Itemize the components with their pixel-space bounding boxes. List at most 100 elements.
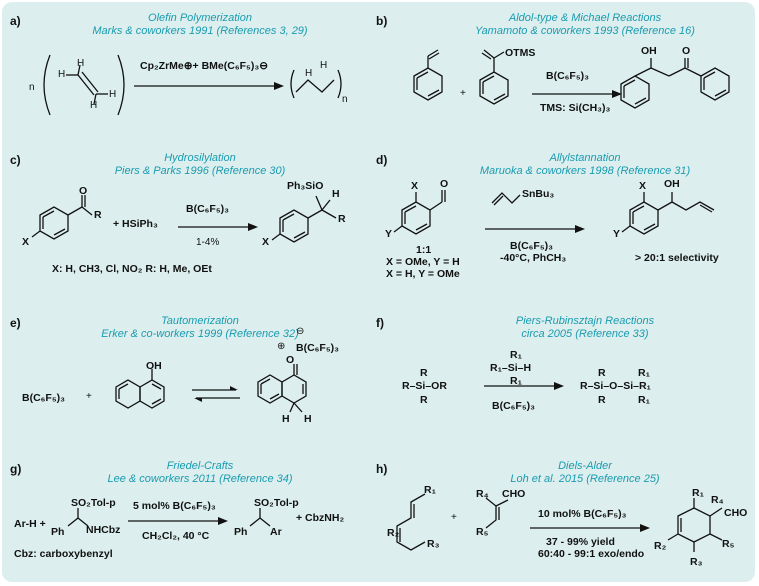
aldehyde-group: CHO: [724, 507, 748, 519]
siloxane-product: R–Si–O–Si–R₁: [580, 380, 651, 392]
atom-h: H: [58, 69, 66, 80]
phenyl-group: Ph: [51, 526, 65, 538]
substituent-r1: R₁: [510, 375, 522, 387]
negative-charge: ⊖: [296, 326, 305, 337]
silane-reagent: + HSiPh₃: [113, 218, 158, 230]
panel-title: Aldol-type & Michael Reactions Yamamoto …: [420, 12, 750, 38]
condition-line: X = OMe, Y = H: [386, 256, 460, 268]
substituent-r1: R₁: [638, 367, 650, 379]
substituent-r: R: [598, 394, 606, 406]
hydroxyl-group: OH: [664, 178, 680, 190]
substituent-x: X: [262, 236, 270, 248]
atom-h: H: [305, 68, 313, 79]
substituent-x: X: [22, 236, 30, 248]
hydroxyl-group: OH: [641, 45, 657, 57]
title-line: Aldol-type & Michael Reactions: [508, 12, 662, 24]
alkoxysilane: R–Si–OR: [402, 380, 447, 392]
reaction-arrow: [530, 524, 650, 532]
title-line: Diels-Alder: [558, 460, 612, 472]
substituent-r: R: [598, 367, 606, 379]
substituent-r: R: [420, 394, 428, 406]
tms-note: TMS: Si(CH₃)₃: [540, 102, 611, 114]
oxonium-oxygen: O: [286, 354, 295, 366]
substituent-y: Y: [385, 228, 393, 240]
silyl-ether-product-structure: [271, 195, 337, 243]
title-line: Piers-Rubinsztajn Reactions: [515, 315, 655, 327]
panel-title: Piers-Rubinsztajn Reactions circa 2005 (…: [420, 315, 750, 341]
substituent-r2: R₂: [654, 540, 667, 552]
benzaldehyde-structure: [413, 49, 443, 101]
borate-adduct: B(C₆F₅)₃: [296, 342, 340, 354]
reaction-conditions: CH₂Cl₂, 40 °C: [142, 530, 210, 542]
substituent-r: R: [94, 209, 102, 221]
substituent-r1: R₁: [692, 487, 704, 499]
silyl-enol-ether-structure: [479, 49, 509, 105]
catalyst-loading: 1-4%: [196, 237, 220, 248]
reagent-label: 10 mol% B(C₆F₅)₃: [538, 508, 627, 520]
reaction-arrow: [128, 517, 228, 525]
substituent-r2: R₂: [387, 527, 400, 539]
product-skeleton: [249, 508, 271, 527]
reaction-arrow: [485, 225, 585, 233]
substituent-r4: R₄: [711, 494, 724, 506]
ethylene-structure: [43, 54, 125, 116]
aldehyde-group: CHO: [502, 488, 526, 500]
reagent-label: Cp₂ZrMe⊕+ BMe(C₆F₅)₃⊖: [140, 60, 268, 72]
panel-letter: h): [376, 462, 388, 476]
keto-tautomer-adduct-structure: [257, 364, 307, 413]
substituent-r1: R₁: [510, 349, 522, 361]
panel-letter: e): [10, 316, 21, 330]
tin-group: SnBu₃: [522, 188, 555, 200]
panel-letter: f): [376, 316, 384, 330]
substituent-r5: R₅: [722, 538, 735, 550]
arene-reagent: Ar-H +: [14, 518, 46, 530]
panel-title: Friedel-Crafts Lee & coworkers 2011 (Ref…: [40, 460, 360, 486]
allyl-tin-structure: [491, 192, 521, 206]
yield-range: 37 - 99% yield: [546, 536, 615, 548]
carbonyl-oxygen: O: [682, 45, 691, 57]
atom-h: H: [320, 60, 328, 71]
panel-letter: a): [10, 14, 21, 28]
panel-letter: b): [376, 14, 388, 28]
polyethylene-structure: [290, 69, 342, 99]
atom-h: H: [304, 413, 312, 425]
title-line: Olefin Polymerization: [148, 12, 252, 24]
substituent-r: R: [420, 367, 428, 379]
substituent-r3: R₃: [690, 556, 703, 568]
panel-letter: c): [10, 153, 21, 167]
title-line: Marks & coworkers 1991 (References 3, 29…: [92, 25, 308, 37]
substituent-r4: R₄: [476, 488, 489, 500]
silyloxy-group: Ph₃SiO: [287, 180, 324, 192]
substituent-r3: R₃: [427, 538, 440, 550]
cyclohexene-product-structure: [667, 498, 723, 552]
byproduct: + CbzNH₂: [296, 512, 345, 524]
hydroxyl-group: OH: [146, 360, 162, 372]
borane-label: B(C₆F₅)₃: [22, 392, 66, 404]
title-line: Maruoka & coworkers 1998 (Reference 31): [479, 165, 691, 177]
reaction-conditions: -40°C, PhCH₃: [500, 252, 567, 264]
title-line: Loh et al. 2015 (Reference 25): [510, 473, 660, 485]
condition-line: X = H, Y = OMe: [386, 268, 460, 280]
sulfonyl-group: SO₂Tol-p: [71, 497, 116, 509]
equilibrium-arrows: [192, 386, 240, 402]
plus-sign: +: [86, 391, 92, 402]
panel-title: Hydrosilylation Piers & Parks 1996 (Refe…: [40, 152, 360, 178]
substituent-r5: R₅: [476, 526, 489, 538]
substituent-r1: R₁: [424, 484, 436, 496]
positive-charge: ⊕: [277, 341, 286, 352]
naphthol-structure: [115, 369, 165, 409]
panel-title: Diels-Alder Loh et al. 2015 (Reference 2…: [420, 460, 750, 486]
title-line: Hydrosilylation: [164, 152, 236, 164]
substituent-y: Y: [613, 228, 621, 240]
title-line: Lee & coworkers 2011 (Reference 34): [107, 473, 293, 485]
panel-title: Olefin Polymerization Marks & coworkers …: [40, 12, 360, 38]
exo-endo-selectivity: 60:40 - 99:1 exo/endo: [538, 548, 645, 560]
aryl-group: Ar: [270, 526, 282, 538]
carbamate-group: NHCbz: [86, 524, 121, 536]
ketone-structure: [31, 195, 93, 240]
substrate-skeleton: [67, 508, 89, 527]
reaction-arrow: [484, 382, 564, 390]
plus-sign: +: [451, 512, 457, 523]
reagent-label: 5 mol% B(C₆F₅)₃: [133, 500, 216, 512]
